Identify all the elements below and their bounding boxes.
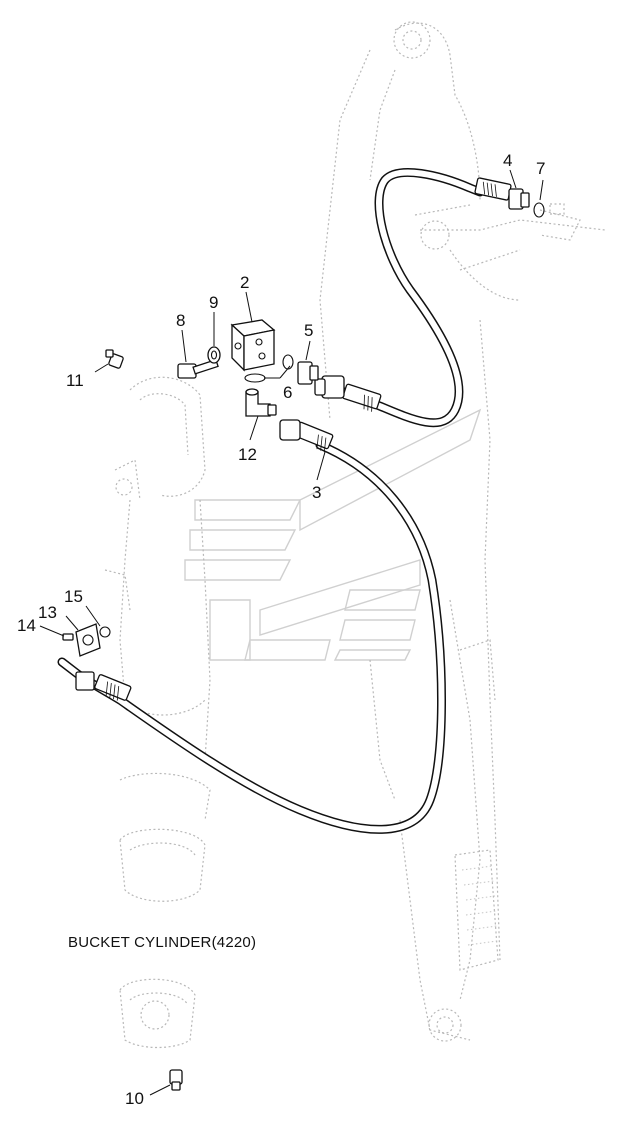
callout-6: 6 <box>283 383 292 402</box>
bucket-cylinder-ghost-outline <box>104 376 211 1049</box>
o-ring-6a <box>282 354 294 370</box>
callout-13: 13 <box>38 603 57 622</box>
hose-fitting-upper-left <box>314 375 382 412</box>
callout-8: 8 <box>176 311 185 330</box>
hose-fitting-3 <box>279 419 334 453</box>
callout-14: 14 <box>17 616 36 635</box>
hose-fitting-4 <box>474 177 530 210</box>
elbow-fitting <box>245 388 277 417</box>
hose-fitting-lower <box>75 671 132 701</box>
callout-12: 12 <box>238 445 257 464</box>
bolt <box>177 358 219 379</box>
o-ring-15 <box>99 626 111 638</box>
cap-screw <box>62 633 74 641</box>
callout-4: 4 <box>503 151 512 170</box>
arm-ghost-outline <box>319 21 606 1042</box>
callout-labels: 2 3 4 5 6 7 8 9 10 11 12 13 14 15 <box>17 151 545 1108</box>
caption-bucket-cylinder: BUCKET CYLINDER(4220) <box>68 934 256 951</box>
upper-hose <box>340 168 485 428</box>
leader-lines <box>39 169 544 1096</box>
grease-nipple-10 <box>169 1069 183 1091</box>
clamp-flange <box>75 623 101 657</box>
callout-9: 9 <box>209 293 218 312</box>
o-ring-7 <box>533 202 545 218</box>
callout-15: 15 <box>64 587 83 606</box>
callout-10: 10 <box>125 1089 144 1108</box>
adapter <box>297 361 319 385</box>
callout-3: 3 <box>312 483 321 502</box>
watermark-logo <box>184 408 482 661</box>
callout-7: 7 <box>536 159 545 178</box>
callout-2: 2 <box>240 273 249 292</box>
o-ring-6b <box>244 373 266 383</box>
lower-hose <box>57 440 447 834</box>
washer <box>207 346 221 364</box>
callout-11: 11 <box>66 371 84 390</box>
valve-block <box>230 319 276 372</box>
grease-nipple-11 <box>105 349 124 369</box>
port-stub <box>549 203 565 215</box>
callout-5: 5 <box>304 321 313 340</box>
